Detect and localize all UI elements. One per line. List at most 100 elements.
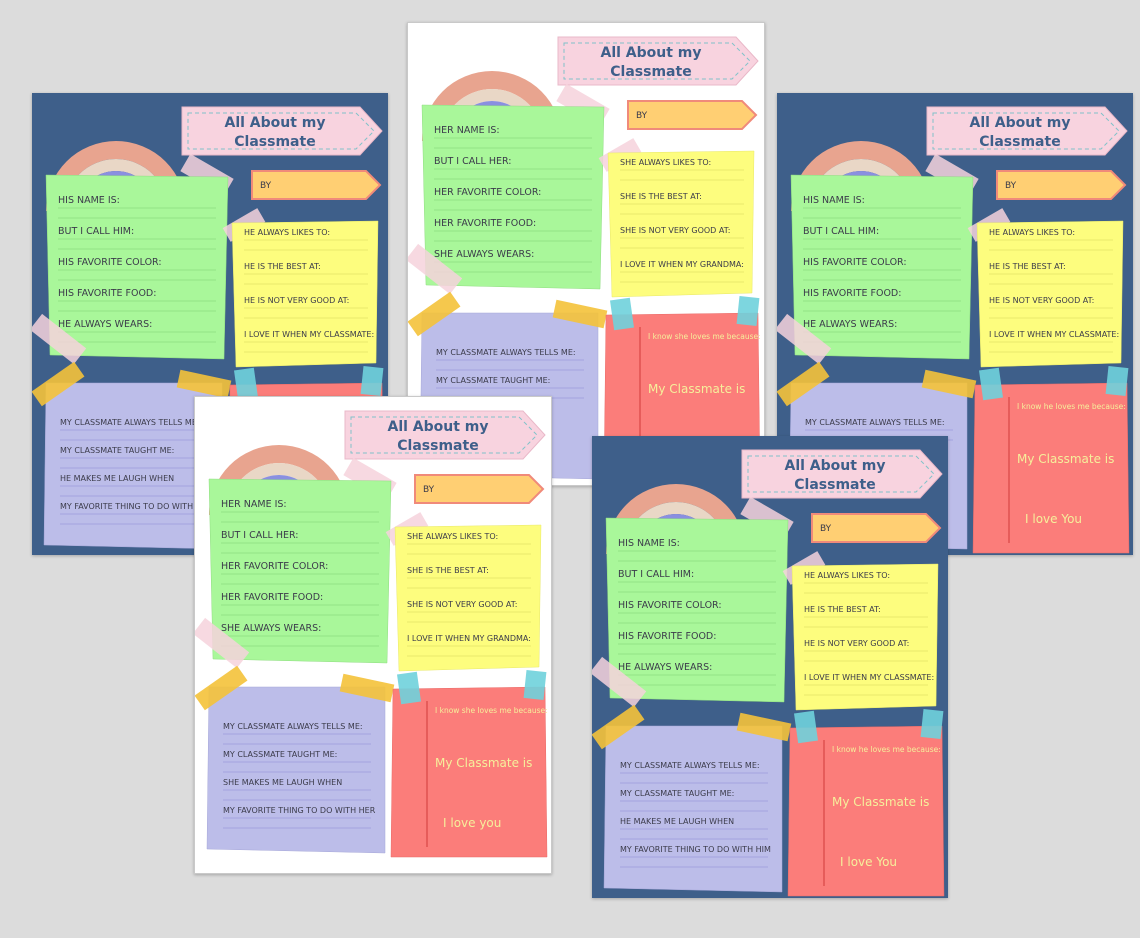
title-line1: All About my (600, 45, 701, 61)
green-note: HIS NAME IS: BUT I CALL HIM: HIS FAVORITE … (790, 174, 974, 360)
tape-strip (408, 243, 463, 295)
red-note-prompt: I know he loves me because: (832, 745, 941, 754)
red-note-prompt: I know she loves me because: (435, 706, 548, 715)
yellow-note-field: SHE IS THE BEST AT: (407, 566, 489, 575)
green-note-field: HIS FAVORITE COLOR: (58, 257, 162, 268)
green-note-field: HER FAVORITE FOOD: (221, 592, 323, 603)
red-note-love: I love you (443, 816, 501, 830)
title-line2: Classmate (610, 64, 691, 80)
red-note-prompt: I know she loves me because: (648, 332, 761, 341)
yellow-note-field: SHE IS NOT VERY GOOD AT: (620, 226, 730, 235)
yellow-note-field: I LOVE IT WHEN MY GRANDMA: (407, 634, 531, 643)
tape-strip (32, 313, 87, 365)
tape-strip (523, 670, 547, 700)
by-label: BY (820, 524, 832, 534)
tape-strip (736, 296, 760, 326)
yellow-note-field: SHE ALWAYS LIKES TO: (620, 158, 711, 167)
green-note-field: HIS FAVORITE FOOD: (803, 288, 901, 299)
green-note-field: HE ALWAYS WEARS: (58, 319, 152, 330)
by-banner: BY (811, 513, 942, 543)
green-note-field: SHE ALWAYS WEARS: (434, 249, 534, 260)
green-note-field: HER FAVORITE FOOD: (434, 218, 536, 229)
yellow-note-field: I LOVE IT WHEN MY CLASSMATE: (989, 330, 1119, 339)
tape-strip (408, 291, 461, 337)
by-label: BY (1005, 181, 1017, 191)
tape-strip (794, 710, 818, 744)
yellow-note: SHE ALWAYS LIKES TO:SHE IS THE BEST AT:S… (394, 524, 542, 672)
title-banner: All About my Classmate (557, 36, 759, 86)
purple-note-field: MY FAVORITE THING TO DO WITH HIM (60, 502, 211, 511)
green-note-field: BUT I CALL HIM: (618, 569, 694, 580)
purple-note: MY CLASSMATE ALWAYS TELLS ME:MY CLASSMAT… (206, 686, 386, 854)
red-note-classmate: My Classmate is (1017, 452, 1114, 466)
yellow-note: HE ALWAYS LIKES TO:HE IS THE BEST AT:HE … (976, 220, 1124, 368)
title-line1: All About my (784, 458, 885, 474)
title-line2: Classmate (794, 477, 875, 493)
yellow-note-field: SHE IS THE BEST AT: (620, 192, 702, 201)
purple-note-field: MY CLASSMATE TAUGHT ME: (436, 376, 550, 385)
yellow-note-field: I LOVE IT WHEN MY GRANDMA: (620, 260, 744, 269)
yellow-note-field: HE ALWAYS LIKES TO: (804, 571, 890, 580)
red-note-love: I love You (840, 855, 897, 869)
title-line2: Classmate (397, 438, 478, 454)
green-note-field: HE ALWAYS WEARS: (803, 319, 897, 330)
purple-note-field: HE MAKES ME LAUGH WHEN (60, 474, 174, 483)
tape-strip (32, 361, 85, 407)
green-note-field: BUT I CALL HIM: (803, 226, 879, 237)
purple-note: MY CLASSMATE ALWAYS TELLS ME:MY CLASSMAT… (43, 382, 223, 550)
yellow-note-field: HE ALWAYS LIKES TO: (244, 228, 330, 237)
tape-strip (592, 704, 645, 750)
by-banner: BY (251, 170, 382, 200)
by-banner: BY (627, 100, 758, 130)
title-banner: All About my Classmate (926, 106, 1128, 156)
purple-note-field: MY CLASSMATE ALWAYS TELLS ME: (60, 418, 200, 427)
tape-strip (360, 366, 384, 396)
green-note-field: HIS NAME IS: (803, 195, 865, 206)
green-note: HER NAME IS: BUT I CALL HER: HER FAVORITE … (421, 104, 605, 290)
green-note-field: HER NAME IS: (434, 125, 500, 136)
yellow-note-field: I LOVE IT WHEN MY CLASSMATE: (244, 330, 374, 339)
green-note-field: HIS FAVORITE FOOD: (618, 631, 716, 642)
tape-strip (234, 367, 258, 401)
red-note-prompt: I know he loves me because: (1017, 402, 1126, 411)
green-note-field: HE ALWAYS WEARS: (618, 662, 712, 673)
worksheet-front-right: All About my Classmate BY HIS NAME IS: BU… (592, 436, 948, 898)
title-banner: All About my Classmate (181, 106, 383, 156)
title-line1: All About my (969, 115, 1070, 131)
red-note-classmate: My Classmate is (832, 795, 929, 809)
purple-note-field: MY FAVORITE THING TO DO WITH HER (223, 806, 376, 815)
green-note: HIS NAME IS:BUT I CALL HIM:HIS FAVORITE … (45, 174, 229, 360)
yellow-note: HE ALWAYS LIKES TO:HE IS THE BEST AT:HE … (791, 563, 939, 711)
tape-strip (610, 297, 634, 331)
purple-note-field: MY CLASSMATE TAUGHT ME: (620, 789, 734, 798)
by-label: BY (636, 111, 648, 121)
yellow-note-field: SHE ALWAYS LIKES TO: (407, 532, 498, 541)
green-note: HIS NAME IS: BUT I CALL HIM: HIS FAVORITE … (605, 517, 789, 703)
title-line1: All About my (224, 115, 325, 131)
green-note-field: BUT I CALL HER: (221, 530, 299, 541)
green-note-field: BUT I CALL HER: (434, 156, 512, 167)
red-note-classmate: My Classmate is (648, 382, 745, 396)
yellow-note-field: HE IS NOT VERY GOOD AT: (804, 639, 909, 648)
green-note-field: HIS FAVORITE COLOR: (803, 257, 907, 268)
tape-strip (736, 712, 792, 742)
green-note-field: HIS NAME IS: (618, 538, 680, 549)
tape-strip (552, 299, 608, 329)
green-note-field: HER FAVORITE COLOR: (434, 187, 541, 198)
yellow-note-field: HE ALWAYS LIKES TO: (989, 228, 1075, 237)
title-line2: Classmate (234, 134, 315, 150)
green-note-field: SHE ALWAYS WEARS: (221, 623, 321, 634)
tape-strip (777, 361, 830, 407)
green-note: HER NAME IS: BUT I CALL HER: HER FAVORITE … (208, 478, 392, 664)
by-label: BY (260, 181, 272, 191)
title-line2: Classmate (979, 134, 1060, 150)
purple-note-field: MY CLASSMATE TAUGHT ME: (223, 750, 337, 759)
yellow-note-field: HE IS NOT VERY GOOD AT: (989, 296, 1094, 305)
green-note-field: BUT I CALL HIM: (58, 226, 134, 237)
green-note-field: HER NAME IS: (221, 499, 287, 510)
title-banner: All About my Classmate (344, 410, 546, 460)
red-note-classmate: My Classmate is (435, 756, 532, 770)
tape-strip (920, 709, 944, 739)
green-note-field: HER FAVORITE COLOR: (221, 561, 328, 572)
red-note-love: I love You (1025, 512, 1082, 526)
